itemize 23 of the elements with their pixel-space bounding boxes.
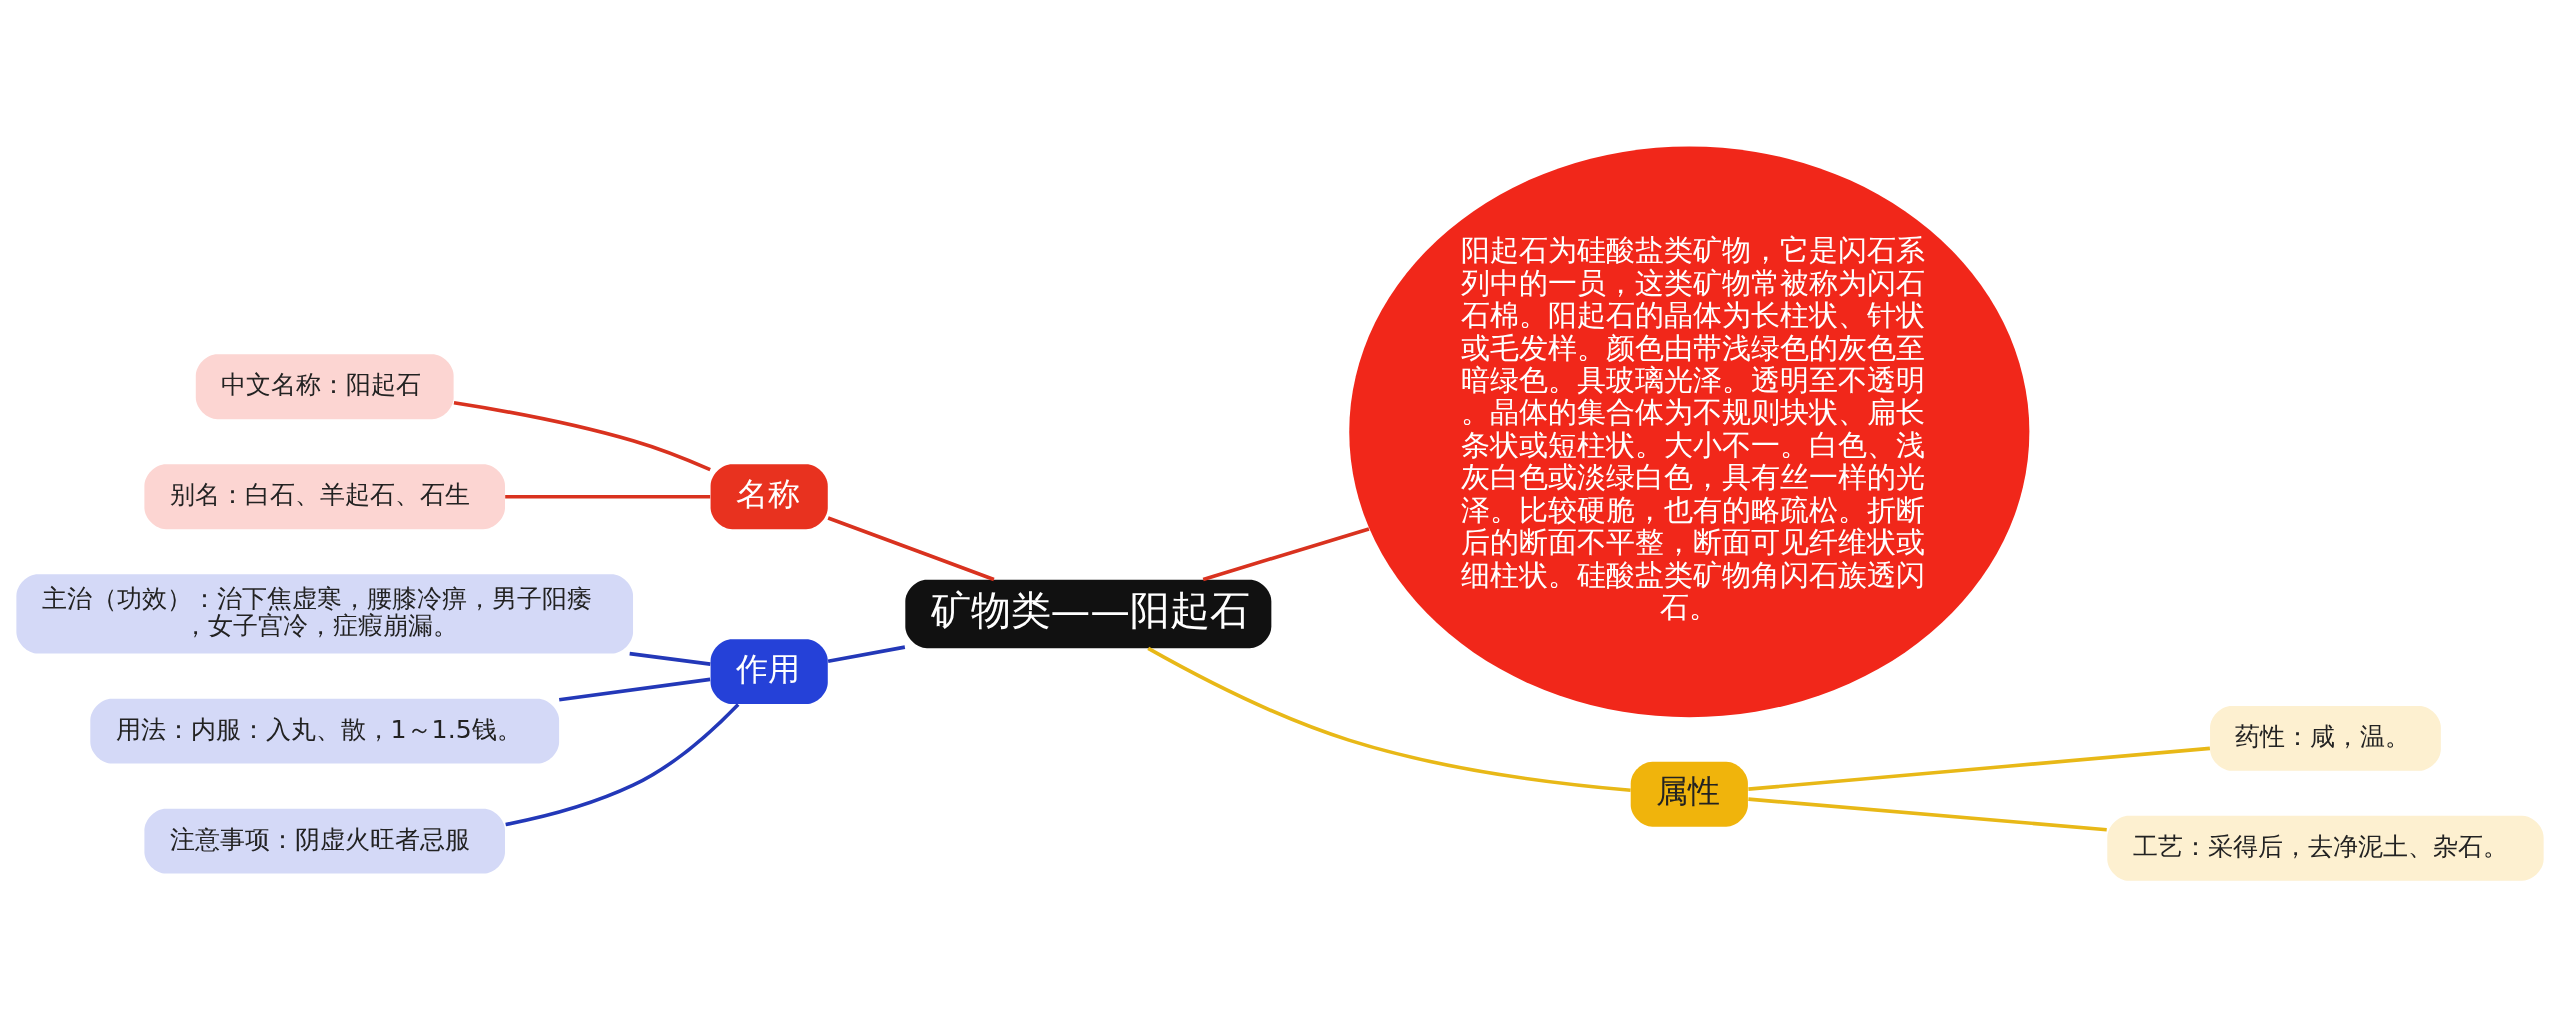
connector	[827, 515, 995, 581]
connector	[558, 677, 711, 701]
connector	[1748, 746, 2211, 791]
connector	[505, 702, 740, 826]
node-box: 别名：白石、羊起石、石生	[144, 463, 505, 529]
connector	[505, 494, 711, 499]
connector	[827, 644, 906, 663]
connector	[1202, 526, 1370, 581]
node-ellipse: 阳起石为硅酸盐类矿物，它是闪石系列中的一员，这类矿物常被称为闪石石棉。阳起石的晶体为长柱状、针状或毛发样。颜色由带浅绿色的灰色至暗绿色。具玻璃光泽。透明至不透明。晶体的集合体为不规则块状、扁长条状或短柱状。大小不一。白色、浅灰白色或淡绿白色，具有丝一样的光泽。比较硬脆，也有的略疏松。折断后的断面不平整，断面可见纤维状或细柱状。硅酸盐类矿物角闪石族透闪石。	[1349, 145, 2030, 717]
connector	[629, 651, 711, 666]
node-box: 中文名称：阳起石	[195, 353, 454, 419]
node-box: 药性：咸，温。	[2210, 705, 2441, 771]
node-box: 工艺：采得后，去净泥土、杂石。	[2107, 815, 2544, 881]
node-box: 注意事项：阴虚火旺者忌服	[144, 808, 505, 874]
node-box: 用法：内服：入丸、散，1～1.5钱。	[90, 698, 560, 764]
connector	[453, 400, 711, 471]
node-box: 名称	[710, 463, 828, 529]
node-box: 主治（功效）：治下焦虚寒，腰膝冷痹，男子阳痿，女子宫冷，症瘕崩漏。	[16, 573, 634, 654]
node-box: 作用	[710, 638, 828, 704]
node-box: 属性	[1630, 761, 1748, 827]
connector	[1147, 646, 1631, 792]
connector	[1748, 796, 2107, 832]
node-box: 矿物类——阳起石	[905, 579, 1272, 648]
